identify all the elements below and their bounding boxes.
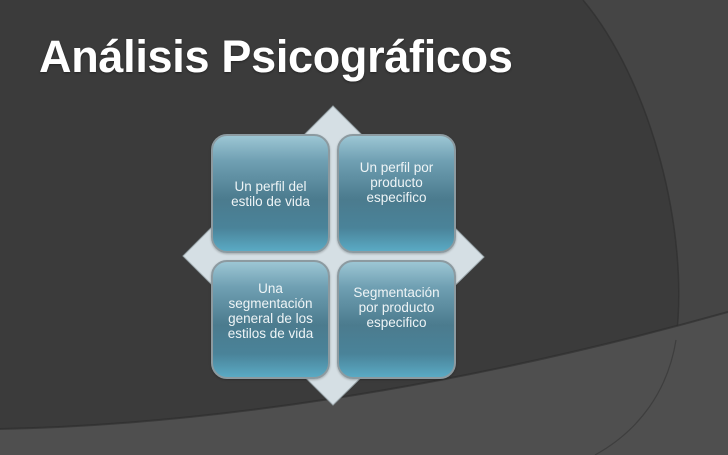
matrix-cell-label: Un perfil del estilo de vida: [231, 178, 310, 209]
matrix-cell-product-segmentation: Segmentación por producto especifico: [337, 260, 456, 379]
matrix-cell-label: Una segmentación general de los estilos …: [227, 280, 314, 341]
matrix-cell-lifestyle-profile: Un perfil del estilo de vida: [211, 134, 330, 253]
matrix-cell-label: Un perfil por producto especifico: [359, 160, 434, 205]
matrix-cell-general-segmentation: Una segmentación general de los estilos …: [211, 260, 330, 379]
matrix-cell-product-profile: Un perfil por producto especifico: [337, 134, 456, 253]
matrix-cell-label: Segmentación por producto especifico: [353, 285, 440, 330]
slide-title: Análisis Psicográficos: [39, 31, 513, 82]
